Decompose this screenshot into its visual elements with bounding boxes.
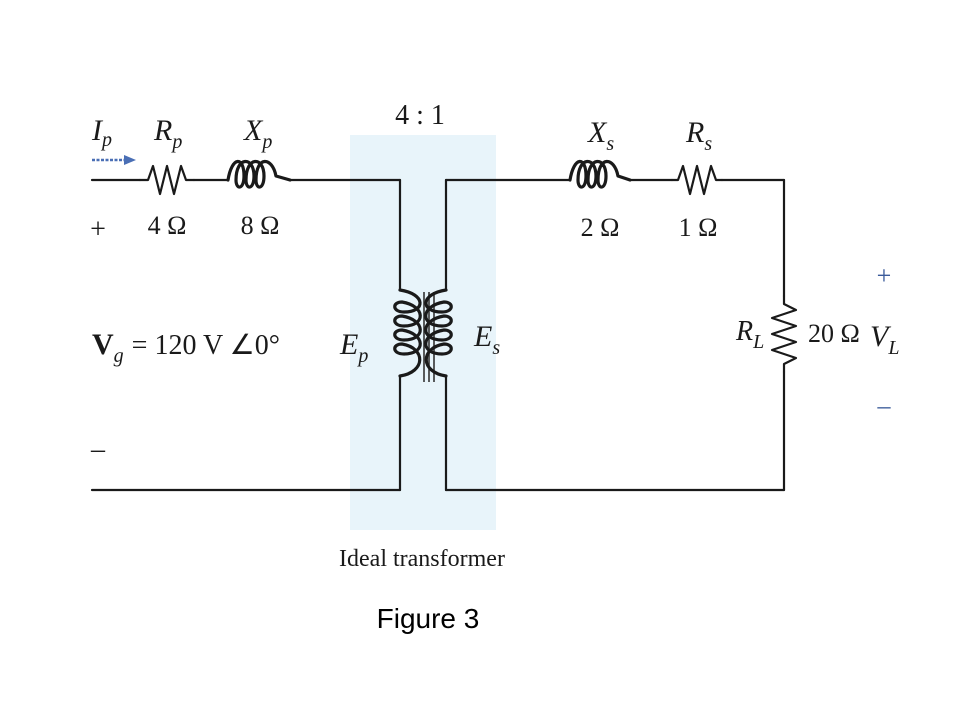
turns-ratio-label: 4 : 1 xyxy=(395,100,445,131)
ep-label: Ep xyxy=(339,328,368,367)
primary-winding xyxy=(393,288,422,378)
primary-plus-sign: + xyxy=(90,214,106,245)
primary-minus-sign: – xyxy=(90,434,106,465)
secondary-inductor-xs xyxy=(568,159,632,189)
rs-label: Rs xyxy=(685,116,712,155)
current-arrow-head xyxy=(124,155,136,165)
transformer-label: Ideal transformer xyxy=(339,546,505,572)
figure-caption: Figure 3 xyxy=(377,603,480,634)
output-minus-sign: – xyxy=(877,391,892,420)
primary-resistor-rp xyxy=(138,164,196,196)
transformer-highlight xyxy=(350,135,496,530)
rl-label: RL xyxy=(735,316,764,353)
output-voltage-label: VL xyxy=(870,320,899,359)
primary-current-label: Ip xyxy=(91,114,112,151)
xp-value: 8 Ω xyxy=(241,211,280,240)
primary-inductor-xp xyxy=(226,159,292,189)
rl-value: 20 Ω xyxy=(808,319,860,348)
xs-value: 2 Ω xyxy=(581,213,620,242)
xp-label: Xp xyxy=(243,114,272,153)
es-label: Es xyxy=(473,320,500,359)
rp-label: Rp xyxy=(153,114,182,153)
secondary-winding xyxy=(424,288,453,378)
output-plus-sign: + xyxy=(877,261,892,290)
rp-value: 4 Ω xyxy=(148,211,187,240)
secondary-resistor-rs xyxy=(670,164,724,196)
load-resistor-rl xyxy=(770,294,798,374)
source-voltage-label: Vg= 120 V ∠0° xyxy=(92,328,280,367)
xs-label: Xs xyxy=(587,116,614,155)
rs-value: 1 Ω xyxy=(679,213,718,242)
